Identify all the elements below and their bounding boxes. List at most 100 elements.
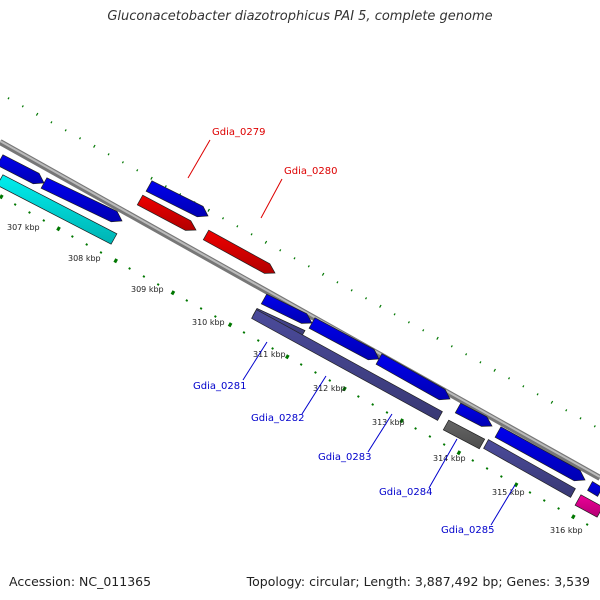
- outer-tick: [50, 121, 53, 124]
- gene-leader-line: [242, 341, 268, 381]
- outer-tick: [407, 321, 410, 324]
- inner-tick: [399, 418, 404, 424]
- outer-tick: [550, 400, 554, 404]
- outer-tick: [7, 97, 10, 100]
- inner-tick: [585, 523, 589, 526]
- inner-tick: [456, 450, 462, 456]
- feature-arrow-shade: [483, 439, 576, 498]
- inner-tick: [185, 299, 189, 302]
- outer-tick: [179, 193, 182, 196]
- gene-label: Gdia_0285: [441, 525, 494, 536]
- genome-backbone: [0, 139, 600, 481]
- outer-tick: [222, 217, 225, 220]
- outer-tick: [35, 112, 39, 116]
- feature-arrow-shade: [203, 230, 275, 274]
- outer-tick: [479, 361, 482, 364]
- outer-tick: [164, 185, 167, 188]
- outer-tick: [107, 153, 110, 156]
- inner-tick: [99, 251, 103, 254]
- feature-arrow-shade: [261, 294, 312, 324]
- gene-leader-line: [367, 413, 393, 453]
- feature-arrow-shade: [443, 420, 485, 449]
- outer-tick: [365, 297, 368, 300]
- outer-tick: [350, 289, 353, 292]
- scale-label: 307 kbp: [7, 223, 40, 232]
- inner-tick: [471, 459, 475, 462]
- inner-tick: [271, 347, 274, 350]
- outer-tick: [465, 353, 468, 356]
- inner-tick: [242, 331, 246, 334]
- inner-tick: [56, 226, 61, 232]
- scale-label: 314 kbp: [433, 454, 466, 463]
- inner-tick: [485, 467, 489, 470]
- outer-tick: [536, 393, 539, 396]
- inner-tick: [142, 275, 146, 278]
- outer-tick: [522, 385, 525, 388]
- inner-tick: [156, 283, 160, 286]
- outer-tick: [579, 417, 582, 420]
- inner-tick: [442, 443, 446, 446]
- gene-leader-line: [187, 139, 211, 179]
- feature-arrow-shade: [587, 481, 600, 497]
- outer-tick: [279, 249, 282, 252]
- outer-tick: [207, 208, 210, 212]
- feature-arrow-shade: [376, 353, 450, 400]
- feature-arrow-shade: [0, 154, 44, 184]
- scale-label: 311 kbp: [253, 350, 286, 359]
- inner-tick: [199, 307, 203, 310]
- feature-arrow-shade: [309, 317, 379, 360]
- inner-tick: [71, 235, 74, 238]
- feature-arrow-shade: [251, 309, 443, 421]
- scale-label: 313 kbp: [372, 418, 405, 427]
- outer-tick: [236, 225, 239, 228]
- feature-arrow-shade: [137, 195, 196, 231]
- outer-tick: [336, 281, 339, 284]
- inner-tick: [371, 403, 375, 406]
- accession-text: Accession: NC_011365: [9, 574, 152, 589]
- feature-track: [0, 154, 600, 518]
- outer-tick: [264, 240, 268, 244]
- inner-tick: [428, 435, 432, 438]
- outer-tick: [379, 304, 382, 308]
- outer-tick: [21, 105, 24, 108]
- scale-label: 312 kbp: [313, 384, 346, 393]
- gene-label: Gdia_0284: [379, 487, 432, 498]
- outer-tick: [150, 176, 153, 180]
- inner-tick: [28, 211, 31, 214]
- inner-tick: [328, 379, 332, 382]
- inner-tick: [342, 386, 347, 392]
- inner-tick: [500, 475, 503, 478]
- inner-tick: [414, 427, 417, 430]
- feature-arrow-shade: [146, 180, 208, 217]
- inner-tick: [13, 203, 17, 206]
- inner-tick: [571, 514, 576, 520]
- outer-tick: [565, 409, 568, 412]
- inner-tick: [256, 339, 260, 342]
- scale-label: 310 kbp: [192, 318, 225, 327]
- outer-tick: [250, 233, 253, 236]
- feature-arrow-shade: [41, 177, 122, 222]
- inner-tick: [557, 507, 560, 510]
- inner-tick: [42, 219, 46, 222]
- inner-tick: [528, 491, 532, 494]
- scale-label: 315 kbp: [492, 488, 525, 497]
- inner-tick: [385, 411, 389, 414]
- outer-tick: [293, 257, 296, 260]
- gene-leader-line: [301, 375, 327, 415]
- gene-label: Gdia_0279: [212, 127, 265, 138]
- inner-tick: [170, 290, 176, 296]
- outer-tick: [307, 265, 310, 268]
- inner-tick: [299, 363, 303, 366]
- feature-arrow-shade: [575, 494, 600, 518]
- outer-tick: [393, 313, 396, 316]
- inner-tick: [85, 243, 89, 246]
- outer-tick: [79, 137, 82, 140]
- scale-label: 316 kbp: [550, 526, 583, 535]
- outer-tick: [508, 377, 511, 380]
- feature-arrow-shade: [455, 403, 492, 427]
- scale-label: 308 kbp: [68, 254, 101, 263]
- feature-arrow-shade: [495, 426, 585, 481]
- outer-tick: [321, 272, 325, 276]
